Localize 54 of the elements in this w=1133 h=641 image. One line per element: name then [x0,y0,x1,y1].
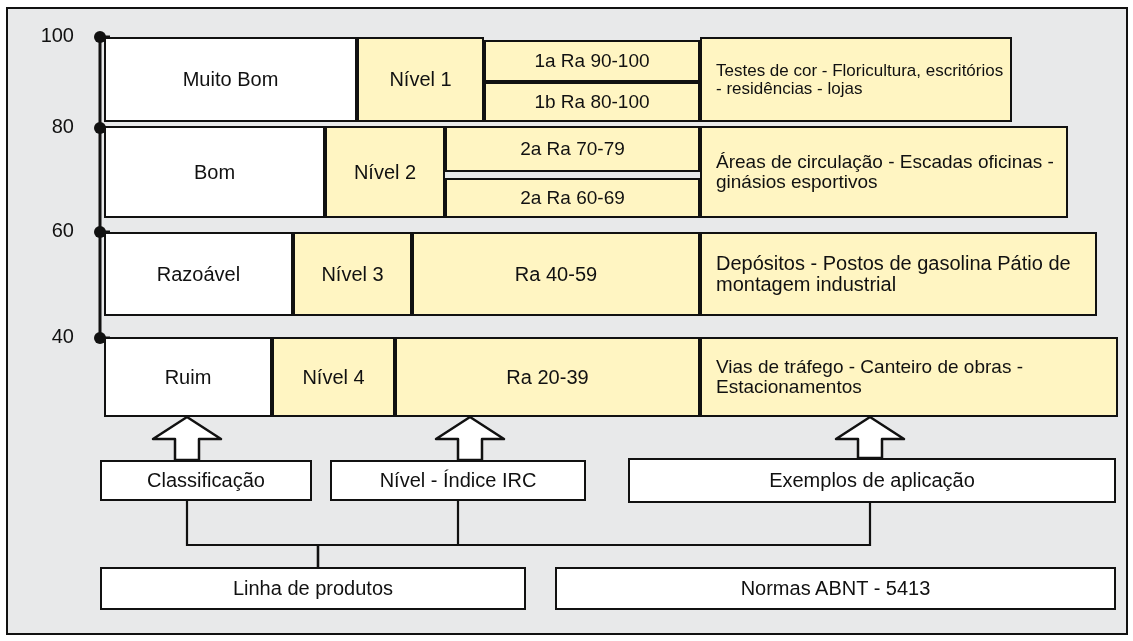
cell-text: 1a Ra 90-100 [534,51,650,71]
application-box [700,337,1118,417]
block-arrow [151,415,223,462]
table-cell [104,232,293,316]
block-arrow [434,415,506,462]
category-box [100,460,312,501]
cell-text: 2a Ra 60-69 [520,188,625,208]
cell-text: Muito Bom [182,69,279,90]
cell-text: Áreas de circulação - Escadas oficinas - ginásios esportivos [716,152,1055,192]
application-box [700,126,1068,218]
table-cell [104,337,272,417]
source-box [555,567,1116,610]
cell-text: Nível 1 [389,69,452,90]
axis-tick-label: 60 [50,219,74,242]
cell-text: Testes de cor - Floricultura, escritórios - residências - lojas [716,61,1005,98]
table-cell [445,126,700,172]
source-box [100,567,526,610]
table-cell [104,126,325,218]
cell-text: Bom [193,161,236,183]
cell-text: Razoável [156,263,241,285]
category-box [628,458,1116,503]
cell-text: Classificação [147,470,265,491]
table-cell [357,37,484,122]
cell-text: Nível 3 [321,263,384,285]
cell-text: 1b Ra 80-100 [534,92,650,112]
bracket-line [316,503,872,567]
cell-text: Exemplos de aplicação [769,470,975,491]
table-cell [445,178,700,218]
table-cell [484,40,700,82]
cell-text: 2a Ra 70-79 [520,139,625,159]
cell-text: Nível - Índice IRC [379,470,537,491]
cell-text: Linha de produtos [232,578,394,599]
table-cell [272,337,395,417]
table-cell [395,337,700,417]
axis-tick-label: 40 [50,325,74,348]
table-cell [412,232,700,316]
cell-text: Vias de tráfego - Canteiro de obras - Estacionamentos [716,357,1024,397]
application-box [700,232,1097,316]
table-cell [293,232,412,316]
cell-text: Ra 40-59 [514,263,598,285]
block-arrow [834,415,906,460]
cell-text: Nível 2 [353,161,417,183]
cell-text: Ra 20-39 [506,366,589,388]
axis-tick-label: 80 [50,115,74,138]
table-cell [104,37,357,122]
category-box [330,460,586,501]
application-box [700,37,1012,122]
cell-text: Nível 4 [302,366,365,388]
cell-text: Normas ABNT - 5413 [740,578,931,599]
axis-tick-label: 100 [39,24,74,47]
table-cell [484,82,700,122]
cell-text: Depósitos - Postos de gasolina Pátio de montagem industrial [716,253,1072,295]
table-cell [325,126,445,218]
cell-text: Ruim [164,366,212,388]
